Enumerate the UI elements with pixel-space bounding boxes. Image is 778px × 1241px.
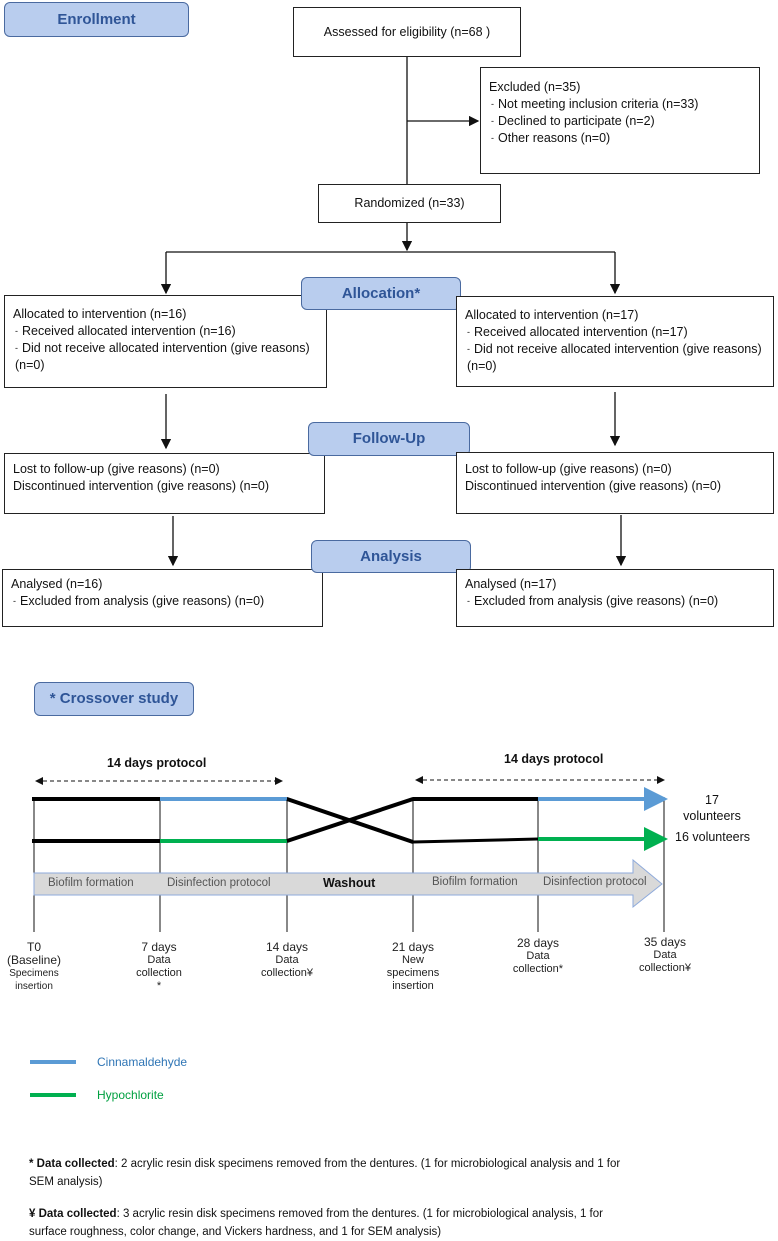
randomized-box: Randomized (n=33) — [318, 184, 501, 223]
timepoint-sub: * — [156, 980, 162, 992]
group-bottom-label: 16 volunteers — [675, 830, 751, 844]
allocation-left-item: Received allocated intervention (n=16) — [13, 323, 318, 340]
phase-disinfection-2: Disinfection protocol — [543, 876, 647, 888]
excluded-item: Not meeting inclusion criteria (n=33) — [489, 96, 751, 113]
allocation-right-item: Received allocated intervention (n=17) — [465, 324, 765, 341]
timepoint-main: T0 — [26, 940, 41, 954]
legend-hypochlorite: Hypochlorite — [97, 1088, 164, 1102]
allocation-left-box: Allocated to intervention (n=16) Receive… — [4, 295, 327, 388]
timepoint-28-days: 28 days Data collection* — [498, 937, 578, 976]
protocol-left-label: 14 days protocol — [107, 756, 207, 770]
note-star-text: : 2 acrylic resin disk specimens removed… — [114, 1158, 621, 1170]
enrollment-stage-label: Enrollment — [4, 2, 189, 37]
timepoint-main: 28 days — [516, 936, 560, 950]
timepoint-main: 7 days — [141, 940, 177, 954]
phase-washout: Washout — [323, 876, 376, 890]
timepoint-sub: Data — [653, 949, 677, 961]
followup-left-line: Lost to follow-up (give reasons) (n=0) — [13, 462, 220, 476]
group-top-label: 17 volunteers — [683, 793, 741, 823]
excluded-title: Excluded (n=35) — [489, 80, 581, 94]
analysis-right-box: Analysed (n=17) Excluded from analysis (… — [456, 569, 774, 627]
note-yen: ¥ Data collected: 3 acrylic resin disk s… — [29, 1205, 774, 1241]
excluded-box: Excluded (n=35) Not meeting inclusion cr… — [480, 67, 760, 174]
allocation-stage-label: Allocation* — [301, 277, 461, 310]
timepoint-t0: T0 (Baseline) Specimens insertion — [0, 941, 69, 993]
followup-right-box: Lost to follow-up (give reasons) (n=0) D… — [456, 452, 774, 514]
phase-biofilm-2: Biofilm formation — [432, 876, 518, 888]
note-star: * Data collected: 2 acrylic resin disk s… — [29, 1155, 769, 1191]
timepoint-sub: insertion — [15, 981, 53, 992]
timepoint-14-days: 14 days Data collection¥ — [250, 941, 324, 980]
note-yen-label: ¥ Data collected — [29, 1208, 117, 1220]
protocol-right-label: 14 days protocol — [504, 752, 604, 766]
analysis-left-item: Excluded from analysis (give reasons) (n… — [11, 593, 314, 610]
assessed-text: Assessed for eligibility (n=68 ) — [323, 25, 491, 39]
timepoint-main: 14 days — [265, 940, 309, 954]
followup-left-box: Lost to follow-up (give reasons) (n=0) D… — [4, 453, 325, 514]
excluded-item: Declined to participate (n=2) — [489, 113, 751, 130]
allocation-left-title: Allocated to intervention (n=16) — [13, 307, 187, 321]
assessed-box: Assessed for eligibility (n=68 ) — [293, 7, 521, 57]
note-yen-text: : 3 acrylic resin disk specimens removed… — [116, 1208, 603, 1220]
timepoint-sub: (Baseline) — [6, 953, 62, 967]
phase-disinfection-1: Disinfection protocol — [167, 877, 271, 889]
analysis-left-title: Analysed (n=16) — [11, 577, 103, 591]
excluded-item: Other reasons (n=0) — [489, 130, 751, 147]
timepoint-7-days: 7 days Data collection * — [124, 941, 194, 993]
note-star-label: * Data collected — [29, 1158, 115, 1170]
timepoint-sub: New — [401, 954, 424, 966]
followup-right-line: Discontinued intervention (give reasons)… — [465, 479, 722, 493]
timepoint-main: 35 days — [643, 935, 687, 949]
analysis-right-item: Excluded from analysis (give reasons) (n… — [465, 593, 765, 610]
legend-cinnamaldehyde: Cinnamaldehyde — [97, 1055, 188, 1069]
randomized-text: Randomized (n=33) — [354, 196, 465, 210]
allocation-right-box: Allocated to intervention (n=17) Receive… — [456, 296, 774, 387]
timepoint-main: 21 days — [391, 940, 435, 954]
crossover-stage-label: * Crossover study — [34, 682, 194, 716]
analysis-left-box: Analysed (n=16) Excluded from analysis (… — [2, 569, 323, 627]
allocation-right-title: Allocated to intervention (n=17) — [465, 308, 639, 322]
analysis-stage-label: Analysis — [311, 540, 471, 573]
followup-right-line: Lost to follow-up (give reasons) (n=0) — [465, 462, 672, 476]
timepoint-sub: Data — [147, 954, 171, 966]
allocation-left-item: Did not receive allocated intervention (… — [13, 340, 318, 374]
timepoint-sub: Specimens — [9, 968, 59, 979]
followup-stage-label: Follow-Up — [308, 422, 470, 456]
timepoint-sub: specimens — [386, 967, 440, 979]
followup-left-line: Discontinued intervention (give reasons)… — [13, 479, 270, 493]
timepoint-sub: Data — [526, 950, 550, 962]
timepoint-35-days: 35 days Data collection¥ — [626, 936, 704, 975]
timepoint-sub: collection — [136, 967, 182, 979]
timepoint-sub: insertion — [392, 980, 434, 992]
timepoint-sub: collection¥ — [261, 967, 313, 979]
note-star-continued: SEM analysis) — [29, 1176, 103, 1188]
phase-biofilm-1: Biofilm formation — [48, 877, 134, 889]
allocation-right-item: Did not receive allocated intervention (… — [465, 341, 765, 375]
note-yen-continued: surface roughness, color change, and Vic… — [29, 1226, 442, 1238]
timepoint-sub: Data — [275, 954, 299, 966]
timepoint-sub: collection¥ — [639, 962, 691, 974]
timepoint-21-days: 21 days New specimens insertion — [377, 941, 449, 993]
analysis-right-title: Analysed (n=17) — [465, 577, 557, 591]
timepoint-sub: collection* — [512, 963, 564, 975]
